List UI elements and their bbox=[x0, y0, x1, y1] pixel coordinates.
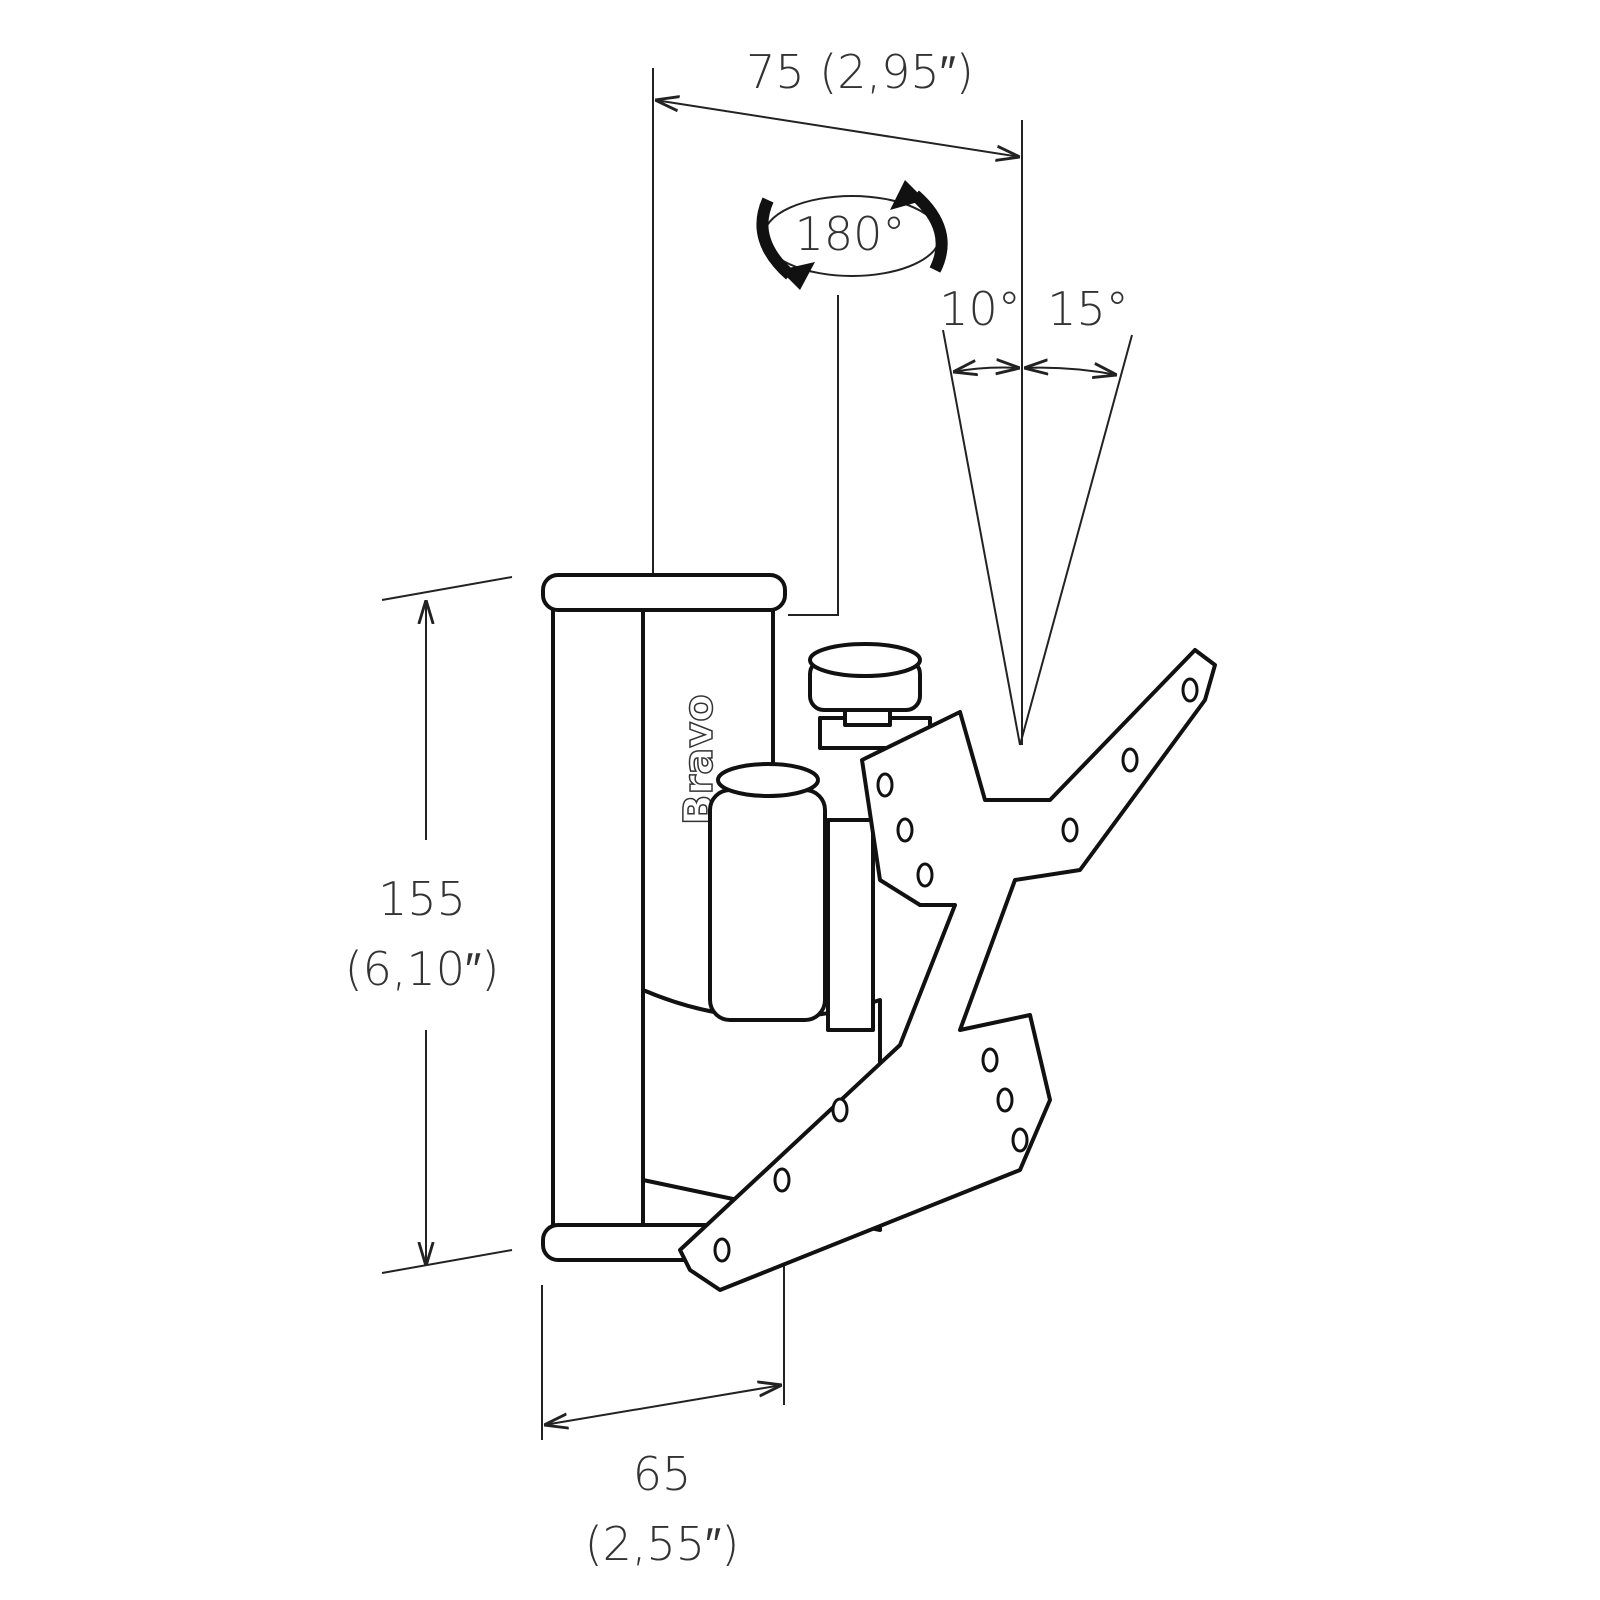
tilt-dimension: 10° 15° bbox=[939, 282, 1133, 746]
rotation-label: 180° bbox=[795, 207, 906, 261]
brand-logo: Bravo bbox=[676, 694, 722, 825]
top-width-label: 75 (2,95″) bbox=[746, 45, 974, 99]
vesa-bracket bbox=[678, 648, 1217, 1292]
depth-dimension: 65 (2,55″) bbox=[541, 1240, 785, 1571]
height-mm-label: 155 bbox=[378, 872, 466, 926]
height-in-label: (6,10″) bbox=[345, 942, 500, 996]
swivel-body bbox=[641, 642, 932, 1232]
rotation-indicator: 180° bbox=[756, 180, 948, 616]
mounting-holes bbox=[713, 677, 1199, 1263]
top-width-dimension: 75 (2,95″) bbox=[652, 45, 1023, 745]
tilt-left-label: 10° bbox=[939, 282, 1021, 336]
depth-in-label: (2,55″) bbox=[585, 1517, 740, 1571]
tilt-right-label: 15° bbox=[1047, 282, 1129, 336]
height-dimension: 155 (6,10″) bbox=[345, 576, 513, 1274]
depth-mm-label: 65 bbox=[633, 1447, 692, 1501]
